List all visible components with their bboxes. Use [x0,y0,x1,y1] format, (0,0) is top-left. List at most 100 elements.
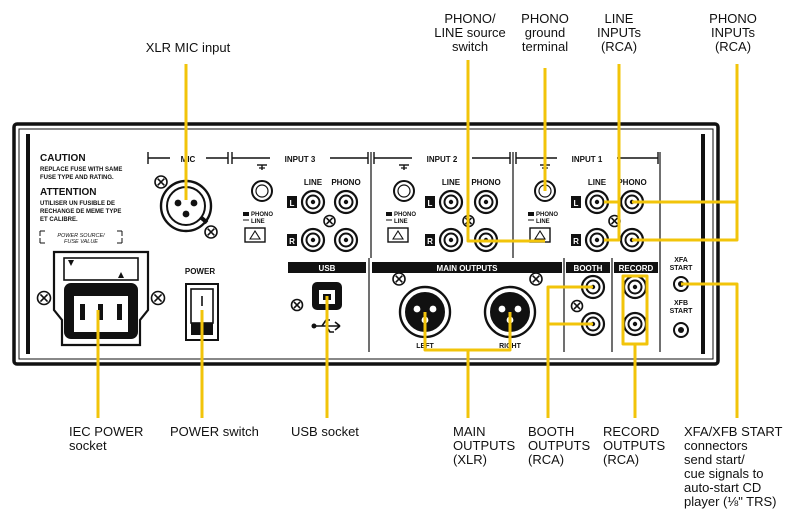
usb-screw-slot-b [293,301,301,309]
leader-main-outputs [423,312,512,418]
leader-phono-line-switch [466,60,545,243]
xlr-main-right-pin-1 [498,305,506,313]
main-right-screw [529,272,543,286]
input3-l-label: L [290,199,295,208]
input1-l-label: L [574,199,579,208]
record-header-bar [614,262,658,273]
input2-line-label: LINE [442,178,461,187]
xlr-mic-input-pin-1 [174,199,182,207]
mic-screw-top [154,175,168,189]
input3-line-left-jack-pin [310,199,316,205]
input2-line-right-jack-pin [448,237,454,243]
iec-screw-right-slot-b [153,293,163,303]
xlr-main-left-pin-2 [429,305,437,313]
input1-center-screw [608,214,621,228]
input2-switch-mark-1 [386,212,392,216]
record-right-jack [622,311,648,337]
main-outputs-header-label: MAIN OUTPUTS [437,264,499,273]
input3-r-label: R [289,237,295,246]
xfb-label-2: START [670,308,694,315]
input3-phono-right-jack-pin [343,237,349,243]
input2-header-label: INPUT 2 [427,155,458,164]
xlr-mic-input-pin-3 [182,210,190,218]
input1-header-label-bg [557,152,617,164]
chassis-right-flange [701,134,705,354]
xlr-mic-input [159,179,213,233]
input2-phono-left-jack-pin [483,199,489,205]
callout-xfa-xfb-start: XFA/XFB START connectors send start/ cue… [684,424,783,509]
callout-iec-power: IEC POWER socket [69,424,144,453]
input3-switch-triangle [249,229,261,240]
input1-r-label: R [573,237,579,246]
input3-r-badge [287,234,297,246]
input2-phono-label: PHONO [471,178,500,187]
input2-phono-left-jack [473,189,499,215]
input1-switch-triangle [534,229,546,240]
booth-header-bar [566,262,610,273]
input1-phono-label: PHONO [617,178,646,187]
mic-header-label: MIC [181,155,196,164]
input3-header-label: INPUT 3 [285,155,316,164]
callout-phono-inputs: PHONO INPUTs (RCA) [709,11,757,54]
usb-trident-icon-dot [311,323,317,329]
input3-line-label: LINE [304,178,323,187]
record-left-jack-pin [632,284,638,290]
input3-line-right-jack [300,227,326,253]
mic-header-label-bg [170,152,206,164]
caution-text-2: FUSE TYPE AND RATING. [40,175,114,181]
input2-switch-triangle [392,229,404,240]
callout-xlr-mic: XLR MIC input [145,40,231,55]
input2-line-left-jack [438,189,464,215]
mic-screw-bottom [204,225,218,239]
input2-r-label: R [427,237,433,246]
input3-ground-terminal-inner [255,184,269,198]
leader-xfa-xfb-start [681,282,739,418]
callout-usb-socket: USB socket [291,424,359,439]
input2-header-label-bg [412,152,472,164]
main-right-screw-slot-b [532,275,540,283]
input2-l-badge [425,196,435,208]
attention-text-1: UTILISER UN FUSIBLE DE [40,201,115,207]
xfa-label-2: START [670,265,694,272]
input3-header-label-bg [270,152,330,164]
callout-record-outputs: RECORD OUTPUTS (RCA) [603,424,666,467]
iec-pin-right [117,304,122,320]
input3-phono-label: PHONO [331,178,360,187]
booth-screw-slot-b [573,302,581,310]
record-header-label: RECORD [619,264,654,273]
input3-center-screw-slot-b [325,217,334,225]
fuse-drawer [63,257,139,281]
input1-line-label: LINE [588,178,607,187]
iec-screw-left-slot-b [39,293,49,303]
caution-text-1: REPLACE FUSE WITH SAME [40,167,122,173]
input3-center-screw [323,214,336,228]
input2-switch-phono-label: PHONO [394,212,416,218]
iec-pin-left [80,304,85,320]
fuse-drawer-arrow-up [68,260,74,266]
main-left-screw-slot-b [395,275,403,283]
main-left-screw [392,272,406,286]
chassis-inner-rim [18,128,714,360]
input3-line-right-jack-pin [310,237,316,243]
booth-screw [570,299,584,313]
fuse-drawer-arrow-down [118,272,124,278]
input1-r-badge [571,234,581,246]
xlr-mic-input-latch [199,215,209,225]
input1-line-left-jack-pin [594,199,600,205]
mic-screw-bottom-slot-b [207,228,215,236]
xfa-label-1: XFA [674,257,688,264]
xfb-start-jack-hole [678,327,684,333]
input1-center-screw-slot-b [610,217,619,225]
usb-screw [290,298,304,312]
attention-title: ATTENTION [40,187,96,198]
input3-line-left-jack [300,189,326,215]
input2-line-left-jack-pin [448,199,454,205]
fuse-label-2: FUSE VALUE [64,239,98,245]
callout-power-switch: POWER switch [170,424,259,439]
input2-l-label: L [428,199,433,208]
iec-screw-left [36,290,52,306]
record-right-jack-pin [632,321,638,327]
booth-header-label: BOOTH [574,264,603,273]
